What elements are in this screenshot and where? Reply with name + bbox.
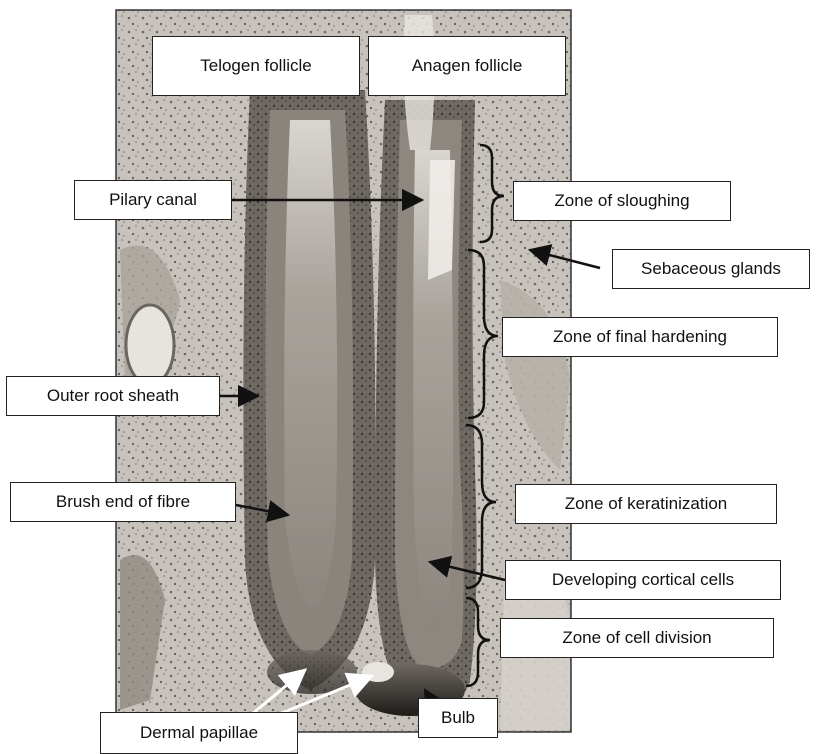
brush-end-of-fibre-label: Brush end of fibre [10,482,236,522]
zone-of-keratinization-label: Zone of keratinization [515,484,777,524]
anagen-follicle-label: Anagen follicle [368,36,566,96]
developing-cortical-cells-label: Developing cortical cells [505,560,781,600]
bulb-label: Bulb [418,698,498,738]
zone-of-final-hardening-label: Zone of final hardening [502,317,778,357]
zone-of-sloughing-label: Zone of sloughing [513,181,731,221]
dermal-papillae-label: Dermal papillae [100,712,298,754]
telogen-follicle-shape [243,90,375,694]
zone-of-cell-division-label: Zone of cell division [500,618,774,658]
telogen-follicle-label: Telogen follicle [152,36,360,96]
outer-root-sheath-label: Outer root sheath [6,376,220,416]
pilary-canal-label: Pilary canal [74,180,232,220]
sebaceous-glands-label: Sebaceous glands [612,249,810,289]
